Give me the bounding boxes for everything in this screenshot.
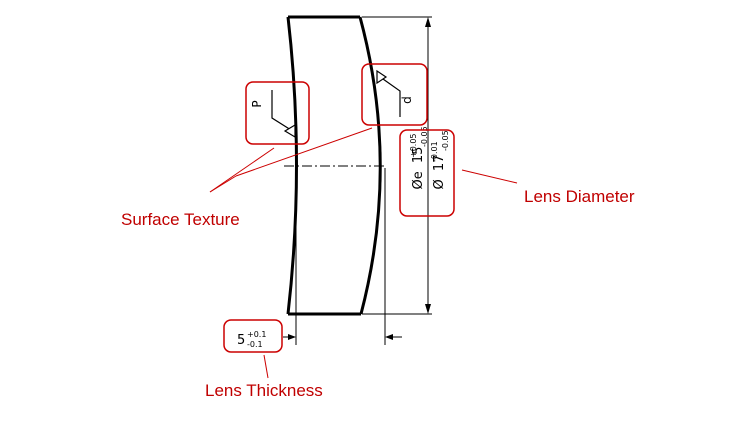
callout-leaders: [209, 127, 518, 379]
outer-diameter-lower: -0.05: [441, 130, 450, 151]
thickness-arrow-right: [385, 334, 393, 340]
leader-surface-join: [209, 175, 237, 193]
effective-diameter-upper-tol: +0.05: [409, 133, 418, 158]
diameter-dimension: [362, 16, 432, 315]
callout-box-diameter: [399, 129, 455, 217]
effective-diameter-value: 15: [411, 147, 426, 164]
thickness-lower-tol: -0.1: [247, 340, 263, 349]
callout-box-surface-right: [361, 63, 428, 126]
callout-box-surface-left: [245, 81, 310, 145]
callout-boxes: [223, 63, 455, 353]
surface-mark-right: d: [400, 96, 414, 104]
surface-symbol-right-lines: [382, 78, 401, 117]
effective-diameter-annotation: Øe 15 +0.05: [409, 133, 426, 189]
outer-diameter-upper-tol: -0.01: [430, 141, 439, 162]
effective-diameter-lower-tol: -0.05: [420, 126, 429, 147]
thickness-annotation: 5 +0.1 -0.1: [237, 330, 266, 349]
diameter-arrow-top: [425, 17, 431, 27]
svg-text:Øe 15: Øe 15: [411, 147, 426, 190]
effective-diameter-prefix: Øe: [411, 171, 426, 189]
outer-diameter-lower-tol: -0.05: [441, 130, 450, 151]
surface-mark-left: P: [250, 100, 264, 107]
leader-surface-right: [235, 127, 373, 177]
leader-diameter: [461, 169, 518, 184]
outer-diameter-annotation: Ø 17 -0.01: [430, 141, 447, 189]
label-surface-texture: Surface Texture: [121, 210, 240, 229]
surface-symbol-left-triangle: [283, 123, 296, 139]
label-lens-diameter: Lens Diameter: [524, 187, 635, 206]
label-lens-thickness: Lens Thickness: [205, 381, 323, 400]
diameter-arrow-bottom: [425, 304, 431, 314]
effective-diameter-lower: -0.05: [420, 126, 429, 147]
surface-symbol-right-triangle: [376, 69, 388, 85]
outer-diameter-prefix: Ø: [432, 179, 447, 189]
leader-surface-left: [209, 147, 275, 193]
lens-right-surface: [358, 16, 382, 315]
callout-box-thickness: [223, 319, 283, 353]
leader-thickness: [263, 354, 269, 379]
thickness-dimension: [283, 165, 402, 345]
surface-symbol-right: d: [376, 69, 414, 117]
surface-symbol-left: P: [250, 90, 296, 139]
thickness-value: 5: [237, 333, 245, 348]
svg-text:Ø 17: Ø 17: [432, 155, 447, 190]
thickness-upper-tol: +0.1: [247, 330, 266, 339]
surface-symbol-left-lines: [271, 90, 292, 131]
thickness-arrow-left: [288, 334, 296, 340]
outer-diameter-value: 17: [432, 155, 447, 172]
